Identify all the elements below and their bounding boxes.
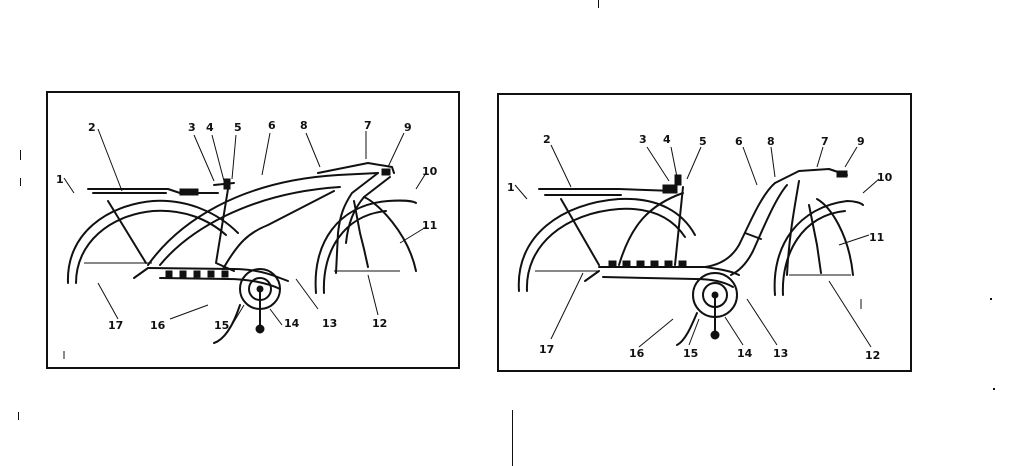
scan-mark-right-2 xyxy=(993,388,995,390)
pedal xyxy=(255,324,265,334)
callout-12: 12 xyxy=(865,349,880,362)
scan-mark-left xyxy=(20,150,21,160)
callout-4: 4 xyxy=(206,121,214,134)
callout-3: 3 xyxy=(639,133,647,146)
drop-tube xyxy=(704,182,776,268)
callout-15: 15 xyxy=(683,347,698,360)
front-fork xyxy=(808,204,822,274)
callout-5: 5 xyxy=(234,121,242,134)
leader-lines xyxy=(514,144,880,348)
callout-14: 14 xyxy=(737,347,753,360)
rear-rack xyxy=(538,188,676,196)
scan-mark-bottom-left xyxy=(18,412,19,420)
pedal-arm xyxy=(676,312,698,346)
top-tube xyxy=(147,172,379,266)
kickstand xyxy=(584,270,600,282)
front-fork-brace xyxy=(363,196,417,272)
callout-13: 13 xyxy=(322,317,337,330)
ladies-bicycle-drawing: 1 2 3 4 5 6 8 7 9 10 11 12 13 14 15 16 1… xyxy=(507,133,893,362)
lower-frame-tank xyxy=(147,267,289,282)
callout-8: 8 xyxy=(767,135,775,148)
pedal-arm xyxy=(213,304,241,344)
callout-7: 7 xyxy=(821,135,829,148)
rear-fender-inner xyxy=(75,209,227,284)
callout-6: 6 xyxy=(735,135,743,148)
callout-5: 5 xyxy=(699,135,707,148)
front-frame xyxy=(335,172,379,274)
seat-tube xyxy=(215,188,235,272)
scan-mark-right xyxy=(990,298,992,300)
chain-links xyxy=(165,270,229,278)
front-frame-2 xyxy=(345,176,391,244)
mens-bicycle-diagram: 1 2 3 4 5 6 8 7 9 10 11 12 13 14 15 16 1… xyxy=(46,91,460,369)
rear-fender xyxy=(66,199,239,284)
seat-stay xyxy=(560,198,600,266)
callout-11: 11 xyxy=(869,231,884,244)
headlight xyxy=(381,168,391,176)
callout-6: 6 xyxy=(268,119,276,132)
callout-17: 17 xyxy=(108,319,123,332)
front-hood xyxy=(774,168,848,184)
callout-1: 1 xyxy=(507,181,515,194)
callout-9: 9 xyxy=(404,121,412,134)
callout-2: 2 xyxy=(88,121,96,134)
ladies-bicycle-diagram: 1 2 3 4 5 6 8 7 9 10 11 12 13 14 15 16 1… xyxy=(497,93,912,372)
seat-tube xyxy=(674,186,684,266)
headlight xyxy=(836,170,848,178)
rear-rack xyxy=(87,188,219,194)
rear-fender-inner xyxy=(525,207,686,292)
callout-13: 13 xyxy=(773,347,788,360)
front-frame xyxy=(786,180,800,276)
callout-1: 1 xyxy=(56,173,64,186)
callout-16: 16 xyxy=(629,347,645,360)
scan-mark-bottom xyxy=(512,410,513,466)
seat-stay xyxy=(107,200,147,264)
drop-tube-lower xyxy=(730,184,788,276)
callout-4: 4 xyxy=(663,133,671,146)
rack-reflector xyxy=(179,188,199,196)
front-fork-brace xyxy=(816,198,854,276)
kickstand xyxy=(133,267,149,279)
front-fender xyxy=(314,199,417,294)
seat-post-clamp xyxy=(674,174,682,186)
callout-17: 17 xyxy=(539,343,554,356)
leader-lines xyxy=(63,128,427,326)
callout-8: 8 xyxy=(300,119,308,132)
rack-reflector xyxy=(662,184,678,194)
callout-3: 3 xyxy=(188,121,196,134)
drop-tube-band xyxy=(744,232,762,240)
chain-links xyxy=(608,260,687,268)
callout-12: 12 xyxy=(372,317,387,330)
callout-9: 9 xyxy=(857,135,865,148)
callout-2: 2 xyxy=(543,133,551,146)
front-hood xyxy=(317,162,395,174)
seat-post-clamp xyxy=(223,178,231,190)
front-fork xyxy=(353,200,369,268)
callout-11: 11 xyxy=(422,219,437,232)
callout-15: 15 xyxy=(214,319,229,332)
rear-down-stay xyxy=(618,192,684,266)
rear-fender xyxy=(517,197,696,292)
lower-frame-bottom xyxy=(602,276,734,288)
front-fender-inner xyxy=(322,210,387,294)
tank-bottom-curve xyxy=(222,190,335,270)
callout-10: 10 xyxy=(877,171,893,184)
top-tube-lower xyxy=(159,186,341,266)
pedal xyxy=(710,330,720,340)
callout-16: 16 xyxy=(150,319,166,332)
callout-10: 10 xyxy=(422,165,438,178)
scan-mark-top xyxy=(598,0,599,8)
callout-7: 7 xyxy=(364,119,372,132)
mens-bicycle-drawing: 1 2 3 4 5 6 8 7 9 10 11 12 13 14 15 16 1… xyxy=(56,119,438,359)
front-fender xyxy=(773,200,864,296)
scan-mark-left-2 xyxy=(20,178,21,186)
callout-14: 14 xyxy=(284,317,300,330)
